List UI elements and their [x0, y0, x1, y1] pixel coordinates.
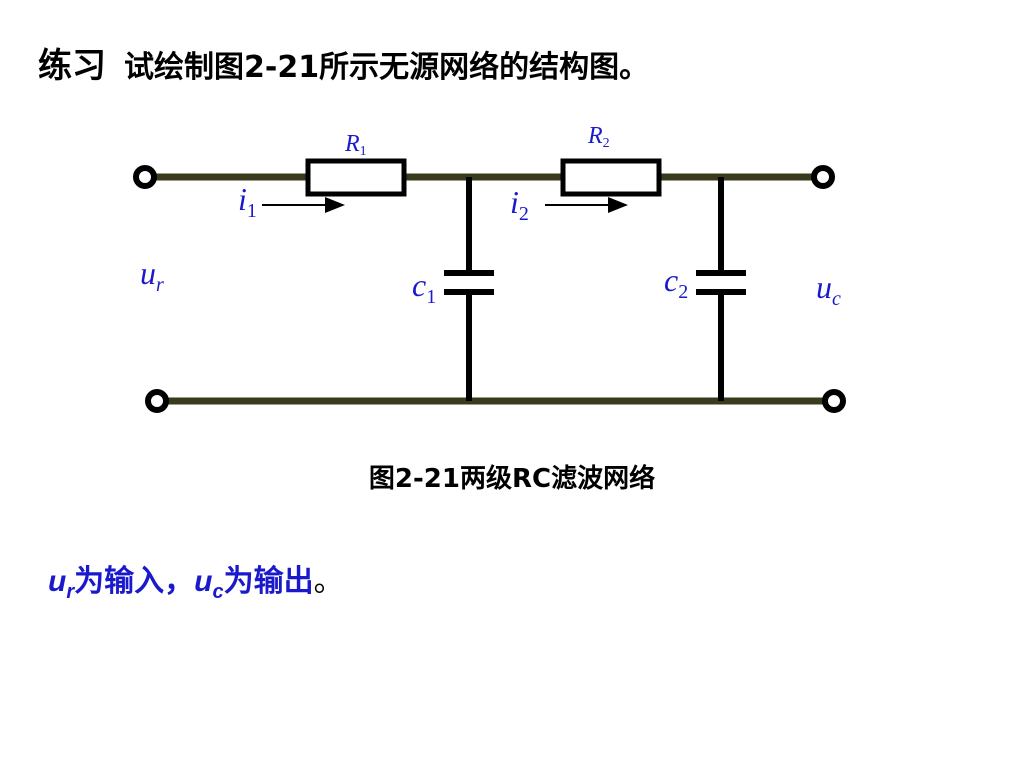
figure-caption: 图2-21两级RC滤波网络 [368, 464, 656, 494]
output-voltage-label: uc [816, 269, 841, 310]
c2-label: c2 [664, 262, 688, 303]
input-voltage-label: ur [140, 255, 164, 296]
terminal-input-bottom [145, 389, 169, 413]
i1-label: i1 [238, 181, 257, 222]
terminal-input-top [133, 165, 157, 189]
terminal-output-bottom [822, 389, 846, 413]
c1-label: c1 [412, 267, 436, 308]
input-subscript: r [66, 581, 75, 603]
slide-title: 练习试绘制图2-21所示无源网络的结构图。 [38, 38, 649, 87]
r1-label: R1 [344, 131, 367, 159]
terminal-output-top [811, 165, 835, 189]
output-subscript: c [212, 581, 224, 603]
resistor-r2 [560, 158, 662, 197]
r2-label: R2 [587, 123, 610, 151]
input-symbol: u [48, 565, 67, 598]
i2-label: i2 [510, 184, 529, 225]
resistor-r1 [305, 158, 407, 197]
output-text: 为输出 [223, 564, 314, 599]
io-note: ur为输入，uc为输出。 [48, 556, 344, 604]
input-text: 为输入， [74, 564, 195, 599]
output-symbol: u [194, 565, 213, 598]
exercise-label: 练习 [38, 46, 106, 86]
note-end-mark: 。 [313, 564, 344, 599]
exercise-text: 试绘制图2-21所示无源网络的结构图。 [124, 50, 650, 85]
